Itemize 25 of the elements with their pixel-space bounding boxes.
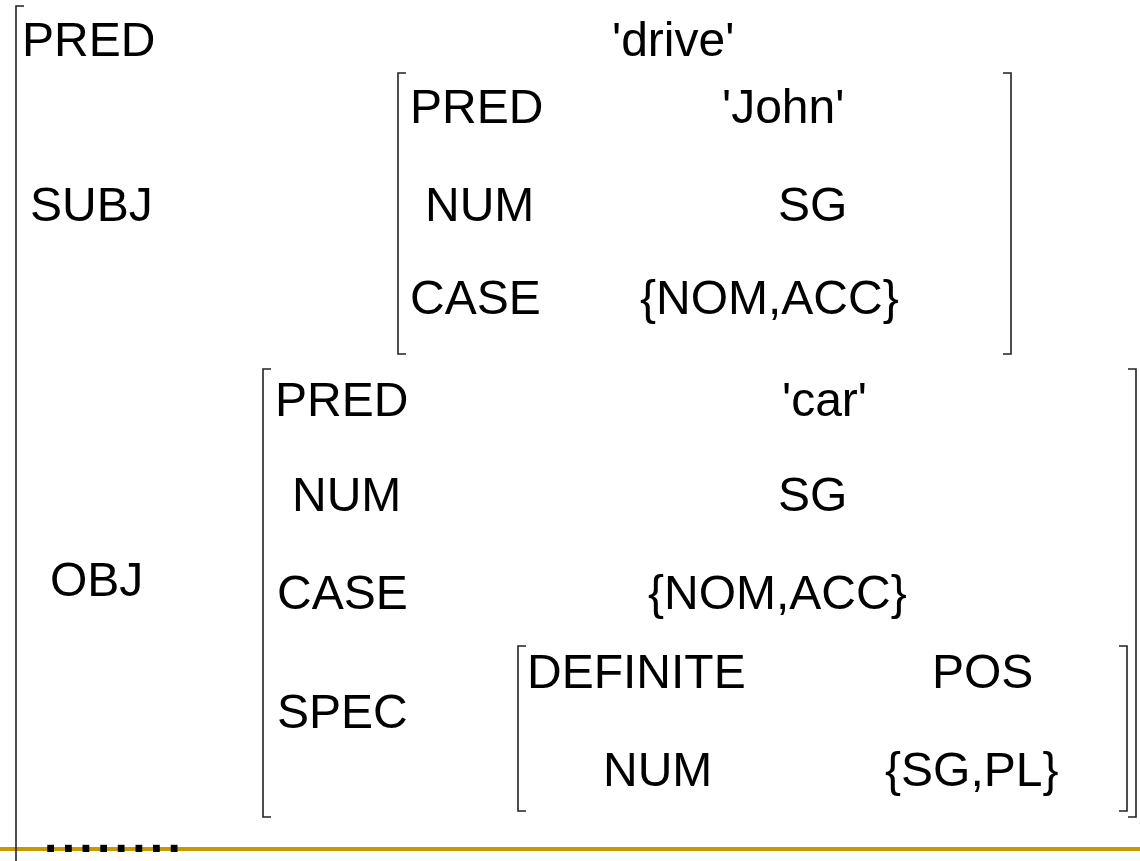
feature-value: {SG,PL} [885,744,1059,796]
feature-value: OBJ [50,554,144,606]
feature-matrix [397,72,1012,355]
feature-name: NUM [292,469,402,521]
feature-name: DEFINITE [527,646,746,698]
feature-name: SUBJ [30,179,153,231]
feature-value: 'John' [722,81,845,133]
feature-value: SG [778,179,848,231]
feature-name: NUM [603,744,713,796]
feature-matrix [15,5,1140,861]
feature-value: 'car' [782,374,867,426]
feature-value: {NOM,ACC} [640,272,899,324]
feature-name: PRED [410,81,544,133]
feature-value: {NOM,ACC} [648,567,907,619]
feature-name: CASE [277,567,408,619]
feature-value: POS [932,646,1034,698]
feature-name: CASE [410,272,541,324]
feature-value: 'drive' [612,14,735,66]
feature-matrix [262,368,1137,818]
feature-matrix [517,645,1128,812]
feature-name: PRED [22,14,156,66]
feature-name: PRED [275,374,409,426]
feature-value: SG [778,469,848,521]
feature-name: NUM [425,179,535,231]
feature-name: SPEC [277,686,408,738]
